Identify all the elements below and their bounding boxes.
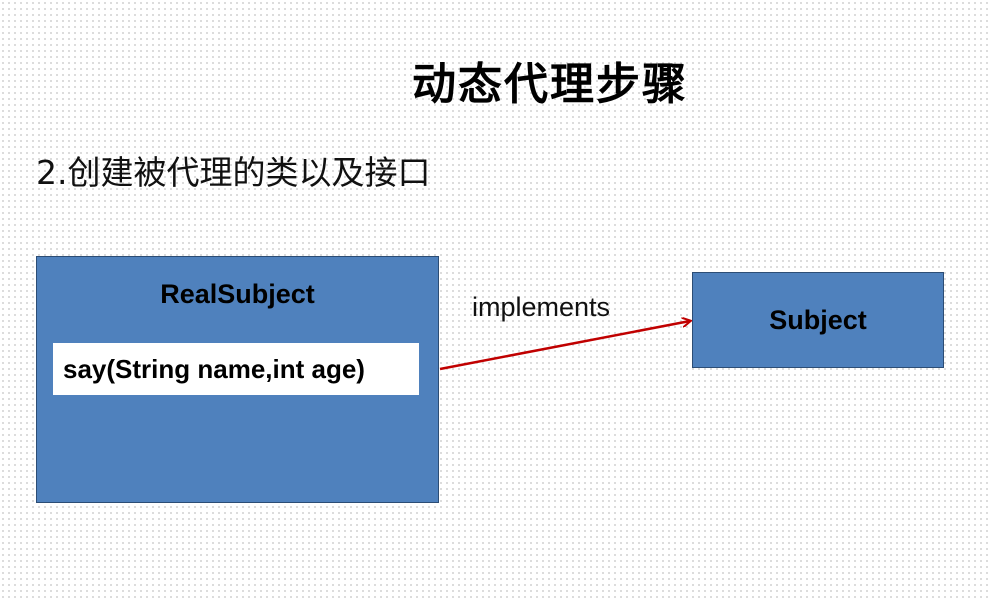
realsubject-class-box: RealSubject say(String name,int age) xyxy=(36,256,439,503)
implements-label: implements xyxy=(472,292,611,322)
slide-title: 动态代理步骤 xyxy=(412,59,688,110)
subject-interface-box: Subject xyxy=(692,272,944,368)
method-text: say(String name,int age) xyxy=(63,354,365,384)
method-signature: say(String name,int age) xyxy=(53,343,419,395)
implements-arrow-line xyxy=(439,321,690,371)
slide-subtitle: 2.创建被代理的类以及接口 xyxy=(36,153,431,192)
realsubject-label: RealSubject xyxy=(160,279,315,309)
subject-label: Subject xyxy=(769,305,867,335)
